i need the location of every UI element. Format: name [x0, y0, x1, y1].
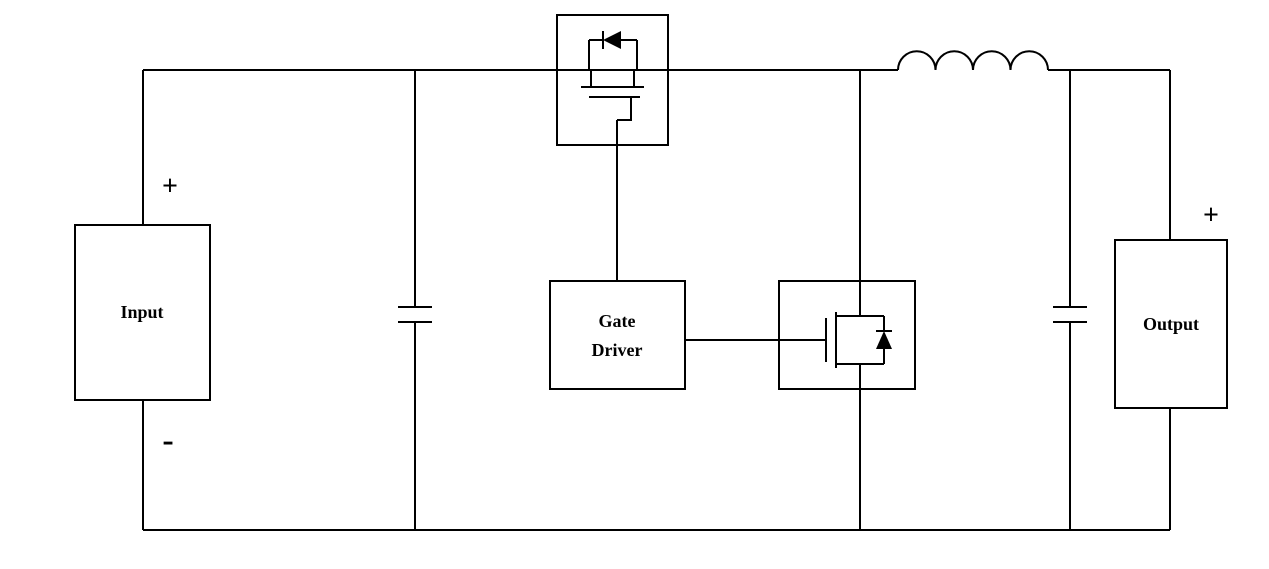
component-boxes — [74, 14, 1228, 409]
low-side-mosfet-box — [778, 280, 916, 390]
output-plus-label: + — [1203, 200, 1219, 231]
output-label: Output — [1143, 314, 1199, 334]
gate-driver-label-line1: Gate — [599, 311, 636, 331]
input-source-box — [74, 224, 211, 401]
low-side-mosfet-icon — [825, 312, 892, 368]
output-load-box — [1114, 239, 1228, 409]
input-label: Input — [120, 302, 163, 322]
wire-group — [142, 50, 1171, 531]
gate-driver-label-line2: Driver — [592, 340, 643, 360]
high-side-mosfet-box — [556, 14, 669, 146]
input-minus-label: - — [162, 422, 173, 459]
hs-body-diode-arrow-icon — [603, 31, 621, 49]
hs-gate-lead — [617, 97, 632, 121]
inductor-icon — [897, 50, 1049, 71]
ls-body-diode-arrow-icon — [876, 331, 892, 349]
input-plus-label: + — [162, 171, 178, 202]
high-side-mosfet-icon — [581, 31, 644, 121]
gate-driver-box — [549, 280, 686, 390]
